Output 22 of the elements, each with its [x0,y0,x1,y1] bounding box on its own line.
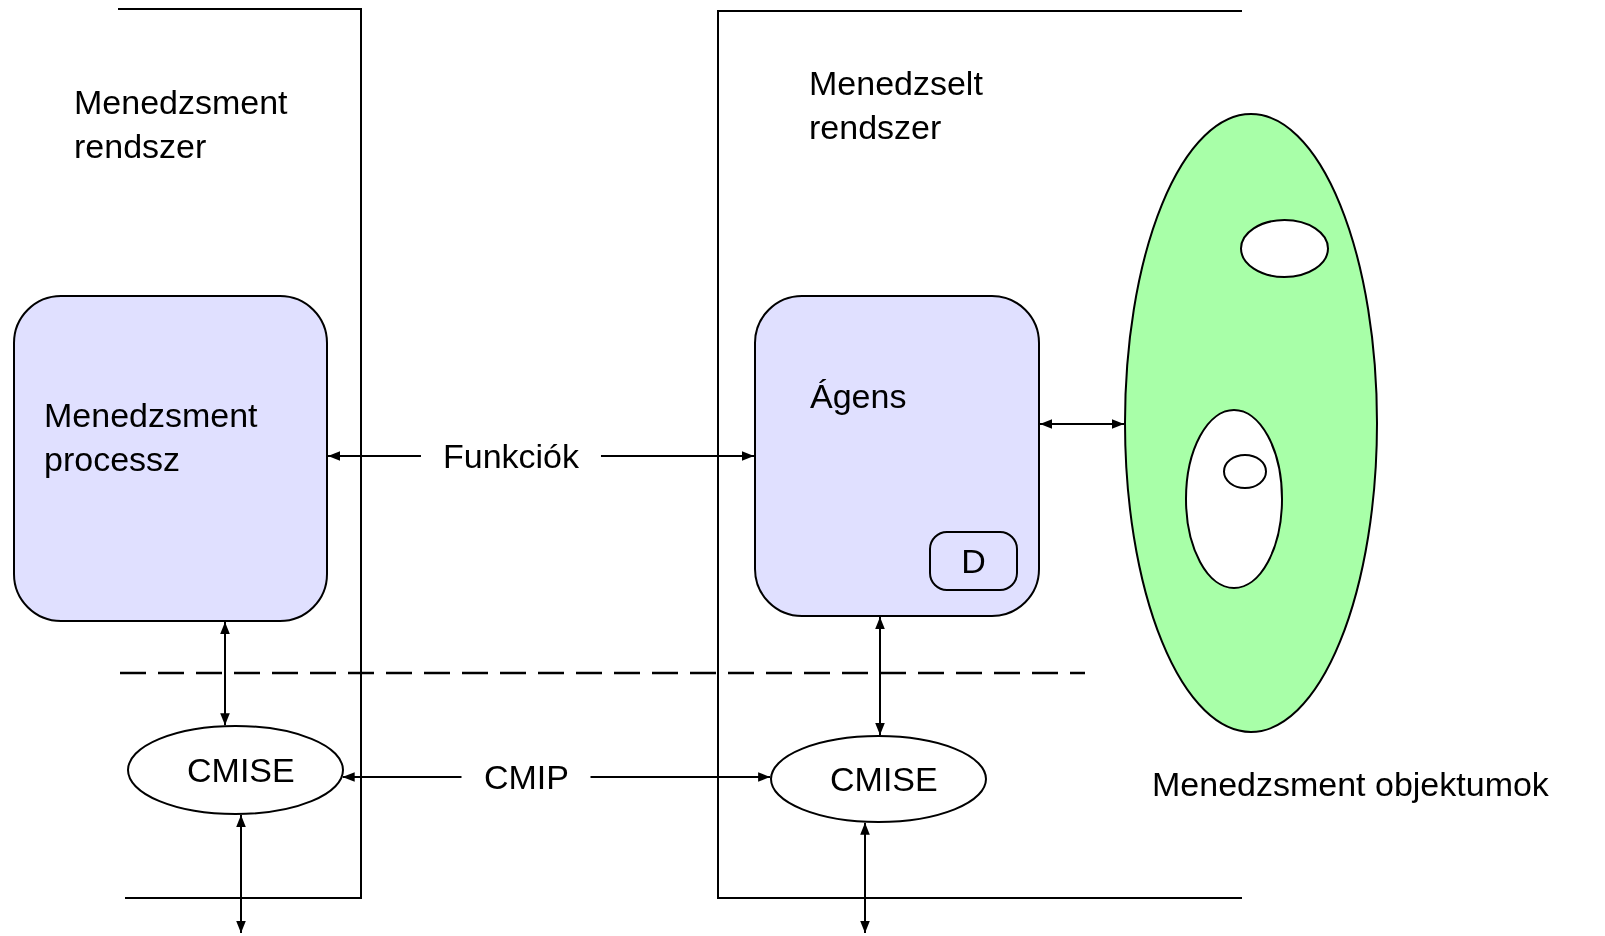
ellipse-outline [1185,409,1283,589]
ellipse-outline [1240,219,1329,278]
arrow [1039,419,1125,429]
system-label: Menedzsment rendszer [74,82,289,167]
node-label: Menedzsment processz [44,395,259,480]
node-label: CMISE [830,759,938,800]
protocol-ellipse [770,735,987,823]
process-box [754,295,1040,617]
process-box [13,295,328,622]
arrow [236,813,246,934]
arrow [860,821,870,934]
ellipse-outline [1124,113,1378,733]
node-label: Menedzsment objektumok [1152,764,1549,805]
node-label: Ágens [810,376,908,417]
ellipse-outline [1223,454,1267,489]
node-label: CMISE [187,750,295,791]
protocol-ellipse [127,725,344,815]
node-label: D [961,541,986,582]
arrow [875,616,885,736]
label-box [929,531,1018,591]
arrow [220,621,230,727]
system-label: Menedzselt rendszer [809,63,984,148]
